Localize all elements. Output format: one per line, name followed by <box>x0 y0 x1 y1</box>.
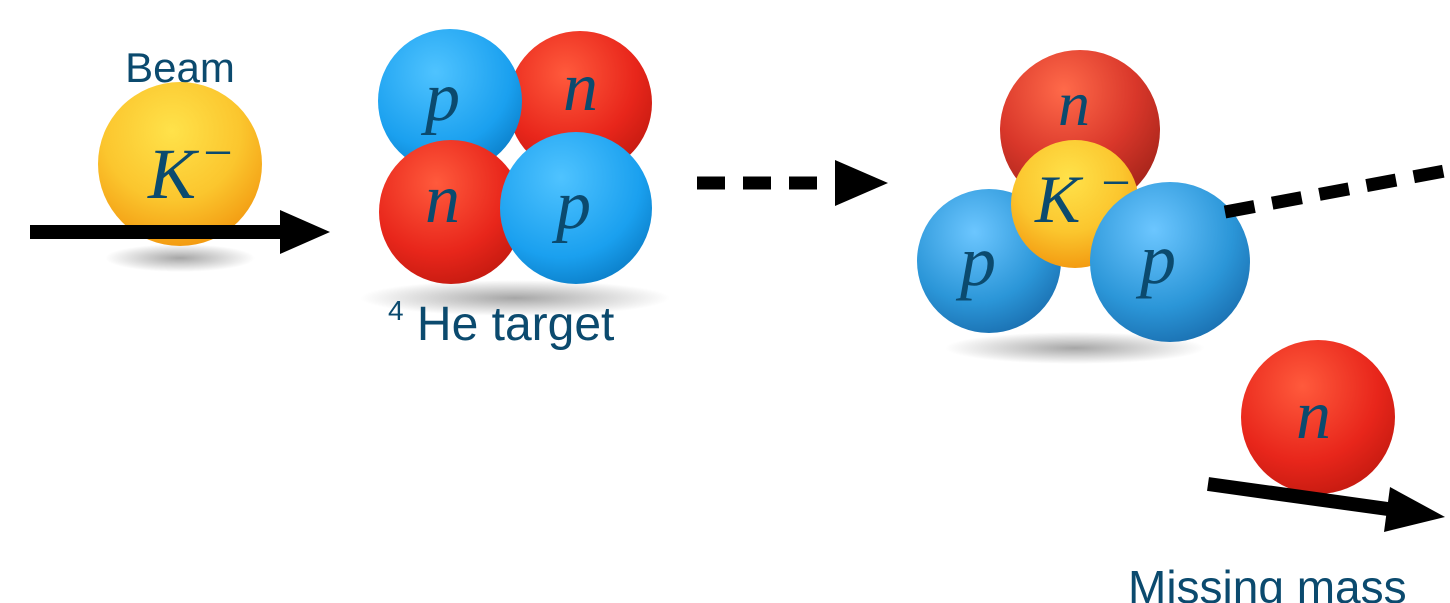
bound-kaon-symbol: K <box>1034 161 1084 237</box>
bound-state-shadow <box>945 332 1205 364</box>
target-proton-bottom-symbol: p <box>551 167 591 244</box>
beam-kaon-shadow <box>105 244 255 272</box>
target-proton-top-symbol: p <box>420 59 460 136</box>
outgoing-arrow-head <box>1384 487 1445 532</box>
missing-mass-label: Missing mass <box>1128 561 1407 603</box>
formation-arrow-head <box>835 160 888 206</box>
target-proton-bottom <box>500 132 652 284</box>
beam-group: Beam K − <box>30 44 330 272</box>
svg-text:4 He target: 4 He target <box>388 278 614 351</box>
bound-neutron-symbol: n <box>1058 68 1090 139</box>
beam-arrow-head <box>280 210 330 254</box>
target-neutron-bottom <box>379 140 523 284</box>
bound-proton-left-symbol: p <box>955 221 996 301</box>
target-proton-top <box>378 29 522 173</box>
decay-dashed-line <box>1223 163 1450 219</box>
outgoing-neutron: n Missing mass <box>1128 340 1445 603</box>
outgoing-neutron-symbol: n <box>1296 377 1331 454</box>
bound-proton-right-symbol: p <box>1135 219 1176 299</box>
target-mass-number: 4 <box>388 295 404 326</box>
beam-kaon-charge: − <box>200 125 235 182</box>
bound-kaon-charge: − <box>1098 155 1133 212</box>
outgoing-neutron-particle <box>1241 340 1395 494</box>
beam-kaon-symbol: K <box>147 134 200 214</box>
target-neutron-bottom-symbol: n <box>425 161 460 238</box>
formation-arrow <box>697 160 888 206</box>
target-nucleus: p n n p 4 He target <box>360 29 670 351</box>
outgoing-arrow-shaft <box>1207 477 1396 517</box>
target-neutron-top <box>508 31 652 175</box>
bound-state: n p K − p <box>917 50 1450 364</box>
bound-proton-right <box>1090 182 1250 342</box>
target-neutron-top-symbol: n <box>563 49 598 126</box>
target-label: He target <box>417 298 614 351</box>
target-shadow <box>360 280 670 316</box>
beam-kaon-particle <box>98 82 262 246</box>
